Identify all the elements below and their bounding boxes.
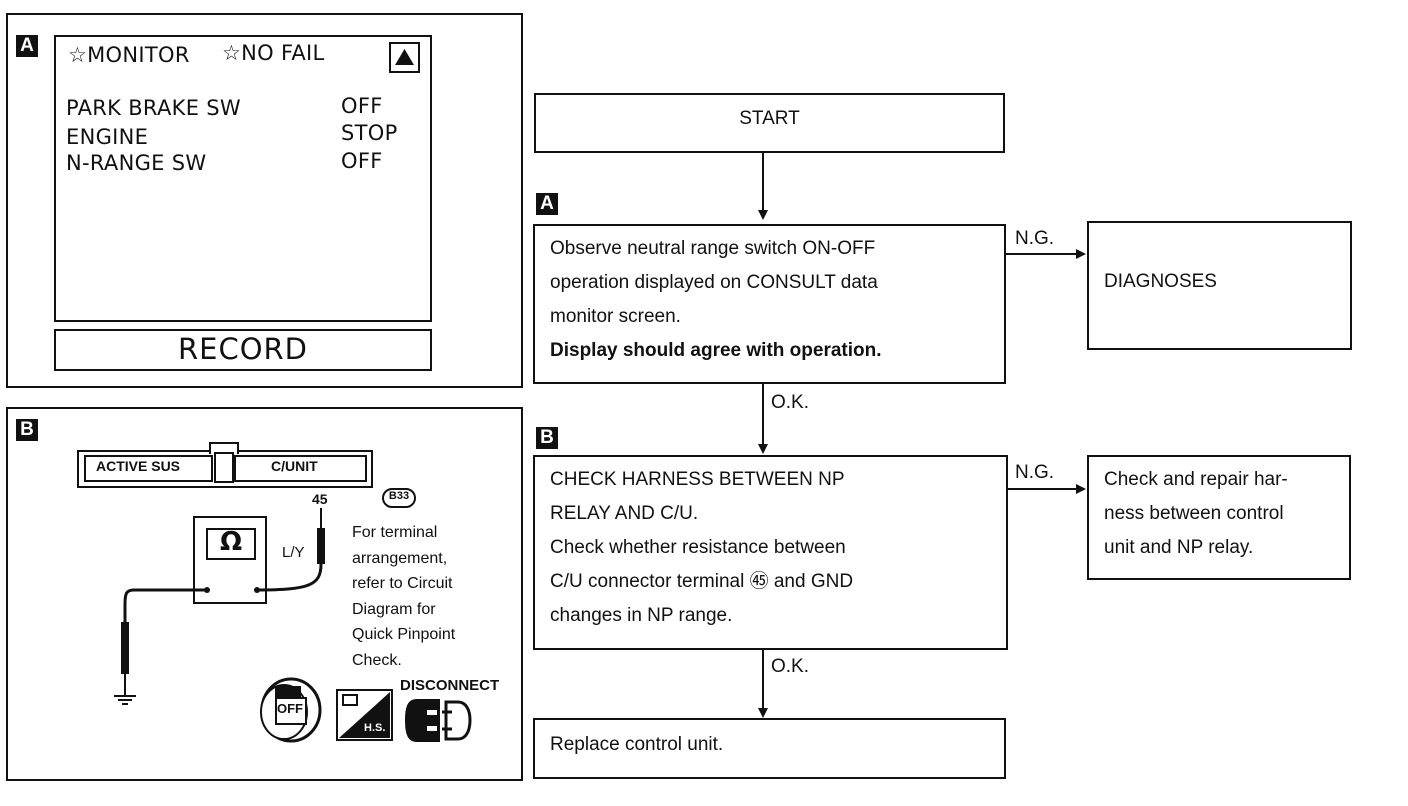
connector-right-cell [234,455,367,482]
ng-label-2: N.G. [1015,462,1055,483]
connector-tab [209,442,239,454]
no-fail-header-label: ☆NO FAIL [222,41,325,65]
terminal-note: For terminal arrangement, refer to Circu… [352,524,456,669]
connector-left-label: ACTIVE SUS [96,458,181,474]
step-b-text: CHECK HARNESS BETWEEN NP RELAY AND C/U. … [550,469,854,626]
start-label: START [739,108,800,129]
diagnoses-label: DIAGNOSES [1104,271,1217,292]
step-b-box [533,455,1008,650]
monitor-row-value: OFF [341,149,383,173]
hood-switch-icon [336,689,393,741]
monitor-row-value: OFF [341,94,383,118]
record-button[interactable] [54,329,432,371]
replace-label: Replace control unit. [550,734,724,755]
probe-wiring-icon [114,508,325,705]
connector-code-label: B33 [388,490,410,502]
connector-right-label: C/UNIT [271,458,318,474]
step-b-tag: B [536,427,558,449]
ohmmeter-display [206,528,256,560]
scroll-up-button[interactable] [389,42,420,73]
monitor-screen [54,35,432,322]
start-box [534,93,1005,153]
record-label: RECORD [177,332,309,366]
repair-text: Check and repair har- ness between contr… [1104,469,1288,558]
key-off-label: OFF [277,701,303,716]
hs-label: H.S. [364,722,386,734]
ohm-symbol: Ω [219,527,243,557]
monitor-header-label: ☆MONITOR [68,43,190,67]
monitor-row-value: STOP [341,121,398,145]
connector-code-badge [382,488,416,508]
wire-color-label: L/Y [282,544,305,561]
diagnoses-box [1087,221,1352,350]
connector-left-cell [84,455,213,482]
ng-label-1: N.G. [1015,228,1055,249]
disconnect-connector-icon [405,699,472,742]
monitor-row-label: N-RANGE SW [66,151,207,175]
disconnect-label: DISCONNECT [400,677,500,694]
ignition-key-icon [260,677,322,743]
panel-a-tag: A [16,35,38,57]
connector-lock [214,452,234,483]
replace-box [533,718,1006,779]
terminal-number: 45 [312,491,328,507]
step-a-box [533,224,1006,384]
ok-label-2: O.K. [771,656,810,677]
monitor-row-label: PARK BRAKE SW [66,96,241,120]
triangle-up-icon [395,49,414,65]
repair-box [1087,455,1351,580]
step-a-text: Observe neutral range switch ON-OFF oper… [550,238,882,361]
monitor-row-label: ENGINE [66,125,149,149]
ok-label-1: O.K. [771,392,810,413]
panel-b-tag: B [16,419,38,441]
step-a-tag: A [536,193,558,215]
